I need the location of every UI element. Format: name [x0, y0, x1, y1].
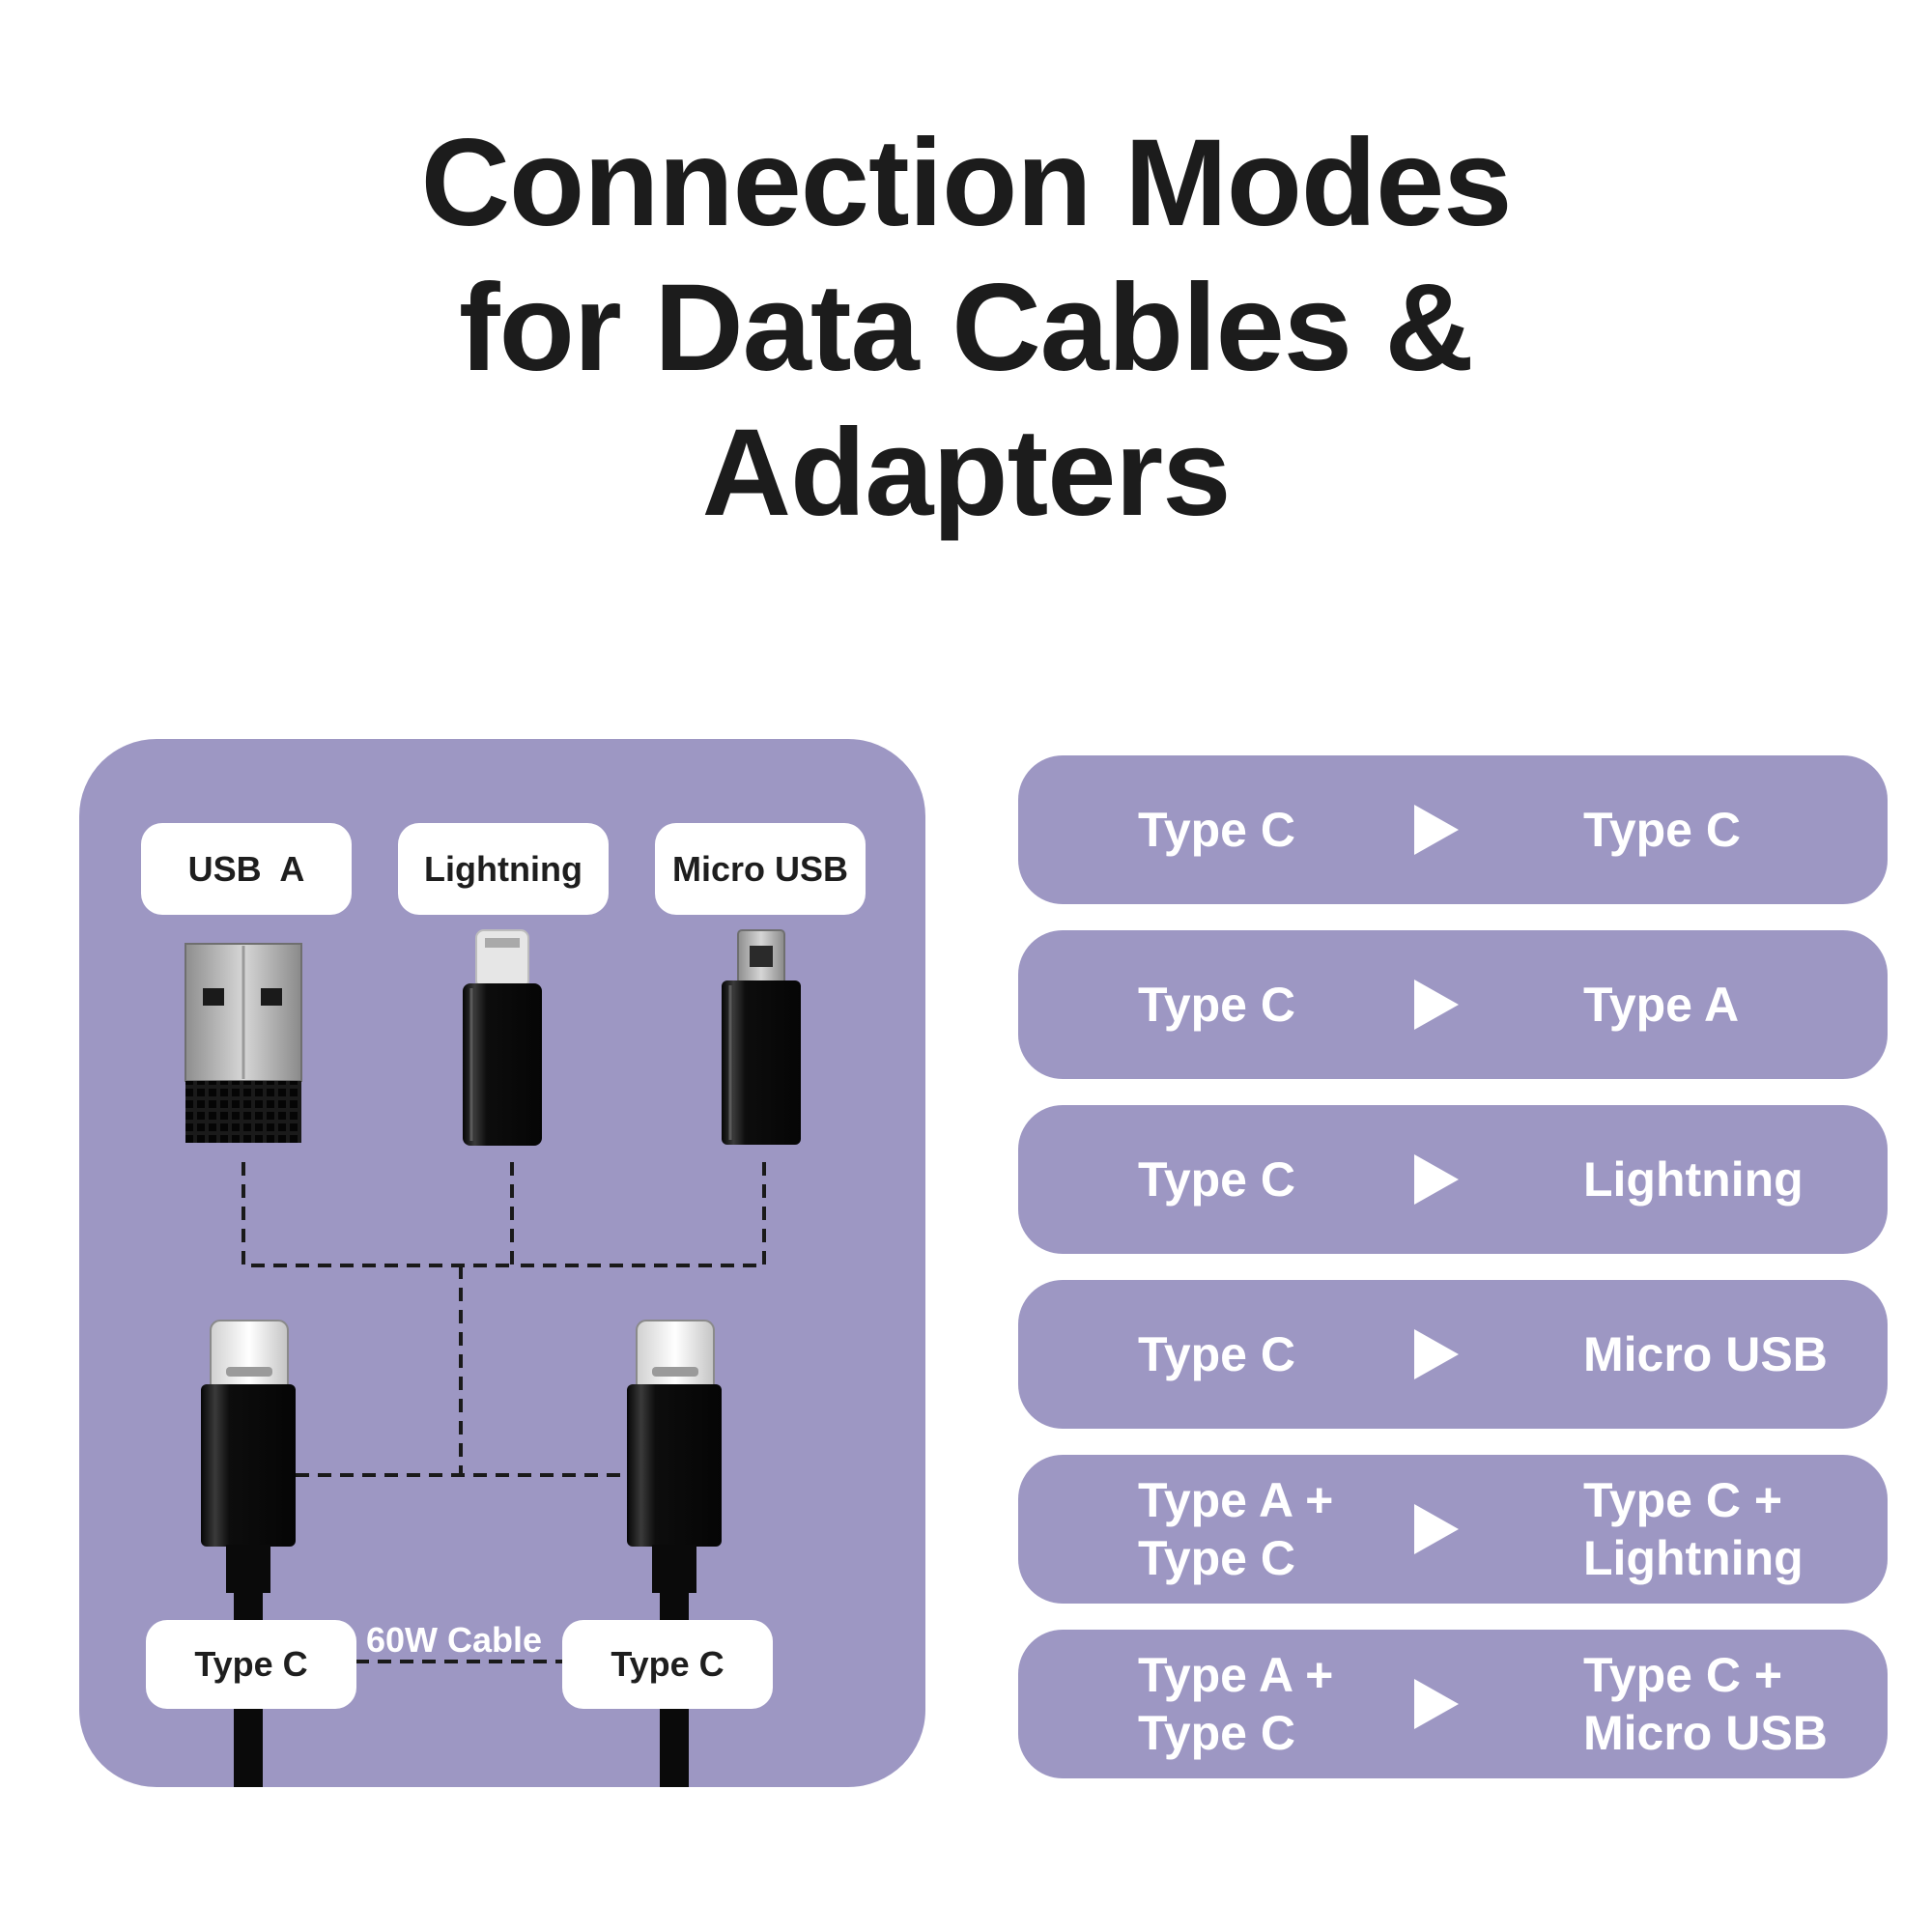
- mode-source: Type A + Type C: [1138, 1648, 1334, 1760]
- connection-lines: [242, 1162, 766, 1663]
- mode-target: Type C: [1583, 803, 1741, 857]
- mode-row: Type C Type A: [1018, 930, 1888, 1079]
- connection-mode-list: Type C Type C Type C Type A Type C Light…: [1018, 755, 1888, 1804]
- adapter-label-lightning: Lightning: [398, 823, 609, 915]
- mode-target: Type C + Micro USB: [1583, 1648, 1828, 1760]
- play-arrow-icon: [1414, 1154, 1459, 1205]
- mode-source: Type C: [1138, 1327, 1295, 1381]
- mode-source: Type C: [1138, 1152, 1295, 1207]
- type-c-connector-left-icon: [201, 1320, 296, 1787]
- play-arrow-icon: [1414, 1329, 1459, 1379]
- mode-target: Type C + Lightning: [1583, 1473, 1804, 1585]
- adapter-label-micro-usb: Micro USB: [655, 823, 866, 915]
- mode-row: Type A + Type C Type C + Micro USB: [1018, 1630, 1888, 1778]
- play-arrow-icon: [1414, 805, 1459, 855]
- cable-end-label-right: Type C: [562, 1620, 773, 1709]
- cable-rating-label: 60W Cable: [366, 1620, 543, 1660]
- mode-row: Type C Micro USB: [1018, 1280, 1888, 1429]
- mode-row: Type C Lightning: [1018, 1105, 1888, 1254]
- type-c-connector-right-icon: [627, 1320, 722, 1787]
- mode-target: Lightning: [1583, 1152, 1804, 1207]
- play-arrow-icon: [1414, 1679, 1459, 1729]
- cable-end-label-left: Type C: [146, 1620, 356, 1709]
- mode-row: Type C Type C: [1018, 755, 1888, 904]
- title-line-1: Connection Modes: [420, 114, 1513, 252]
- mode-target: Type A: [1583, 978, 1740, 1032]
- mode-source: Type C: [1138, 803, 1295, 857]
- title-line-2: for Data Cables &: [459, 259, 1474, 397]
- play-arrow-icon: [1414, 1504, 1459, 1554]
- title-line-3: Adapters: [701, 404, 1232, 542]
- lightning-adapter-icon: [463, 929, 542, 1146]
- mode-target: Micro USB: [1583, 1327, 1828, 1381]
- mode-source: Type A + Type C: [1138, 1473, 1334, 1585]
- connection-diagram-panel: USB A Lightning Micro USB Type C Type C …: [79, 739, 925, 1787]
- micro-usb-adapter-icon: [722, 929, 801, 1145]
- play-arrow-icon: [1414, 980, 1459, 1030]
- adapter-label-usb-a: USB A: [141, 823, 352, 915]
- usb-a-adapter-icon: [185, 943, 302, 1143]
- mode-row: Type A + Type C Type C + Lightning: [1018, 1455, 1888, 1604]
- page-title: Connection Modes for Data Cables & Adapt…: [0, 111, 1932, 546]
- mode-source: Type C: [1138, 978, 1295, 1032]
